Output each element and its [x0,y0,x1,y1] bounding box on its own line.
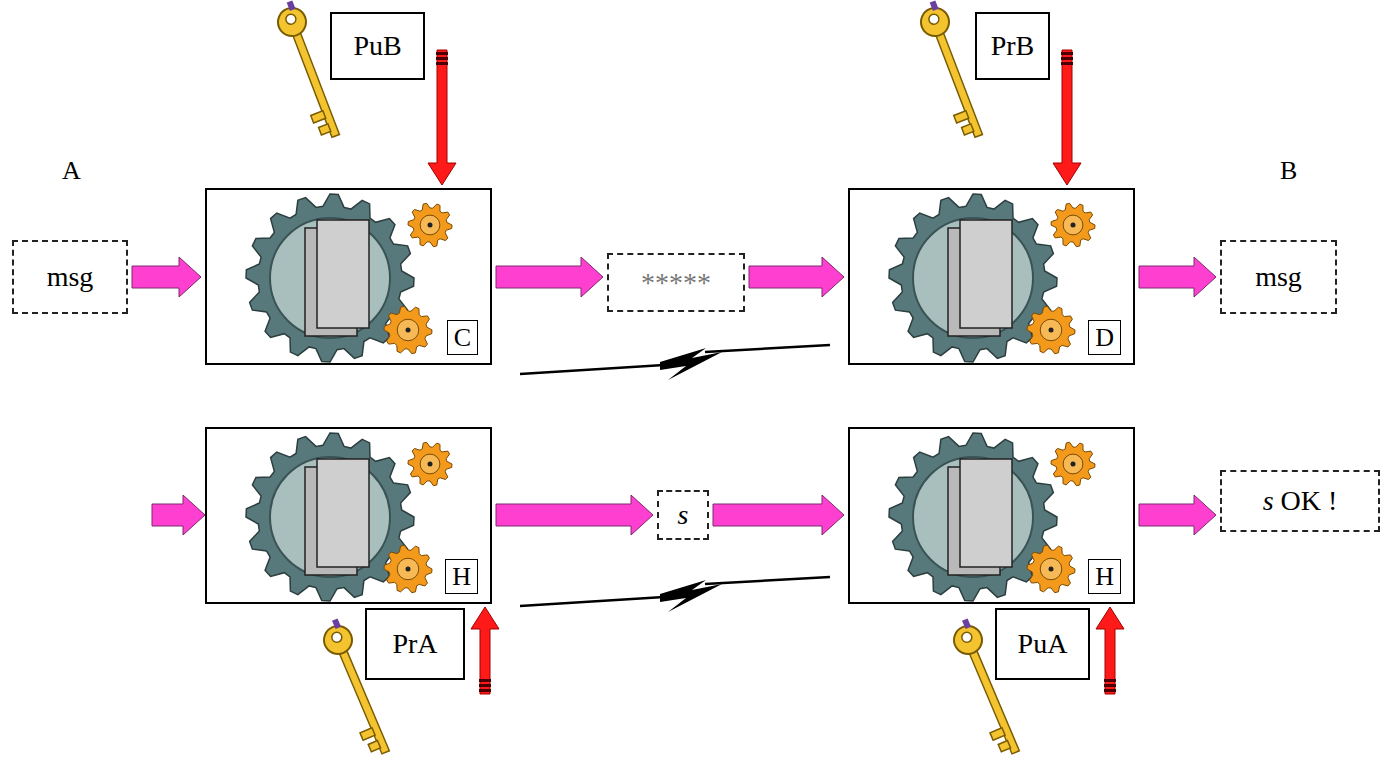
key-arrow [1053,50,1081,185]
node-text: PrA [392,627,437,661]
function-label: D [1088,320,1121,355]
key-arrow [1096,607,1124,694]
flow-arrow [749,257,844,297]
gear-icon [889,194,1095,362]
message-box: msg [1220,240,1337,314]
node-text: PuA [1018,627,1068,661]
cipher-machine: C [205,188,492,365]
flow-arrow [496,257,603,297]
function-label: C [447,320,478,355]
node-text: PuB [353,29,401,63]
flow-arrow [496,495,653,535]
node-text: s OK ! [1263,484,1338,518]
flow-arrow [1139,257,1216,297]
node-text: ***** [641,266,711,300]
lightning-bolt [520,577,830,612]
result-box: s OK ! [1220,470,1380,532]
decipher-machine: D [848,188,1135,365]
key-arrow [471,607,499,694]
node-text: msg [47,260,94,294]
input-arrow [152,495,205,535]
party-label: B [1280,155,1297,186]
flow-arrow [1139,495,1216,535]
ciphertext-box: ***** [607,253,745,312]
party-label: A [62,155,81,186]
key-arrow [428,50,456,185]
hash-machine: H [848,427,1135,604]
key-label: PuA [995,608,1090,680]
flow-arrow [132,257,201,297]
gear-icon [246,433,452,601]
key-label: PrB [975,12,1050,80]
lightning-bolt [520,345,830,380]
key-label: PuB [330,12,425,80]
node-text: msg [1255,260,1302,294]
function-label: H [1088,559,1121,594]
node-text: PrB [991,29,1035,63]
signature-box: s [657,490,709,540]
hash-machine: H [205,427,492,604]
flow-arrow [713,495,844,535]
function-label: H [445,559,478,594]
gear-icon [889,433,1095,601]
message-box: msg [12,240,128,314]
gear-icon [246,194,452,362]
node-text: s [678,498,689,532]
key-label: PrA [365,608,465,680]
